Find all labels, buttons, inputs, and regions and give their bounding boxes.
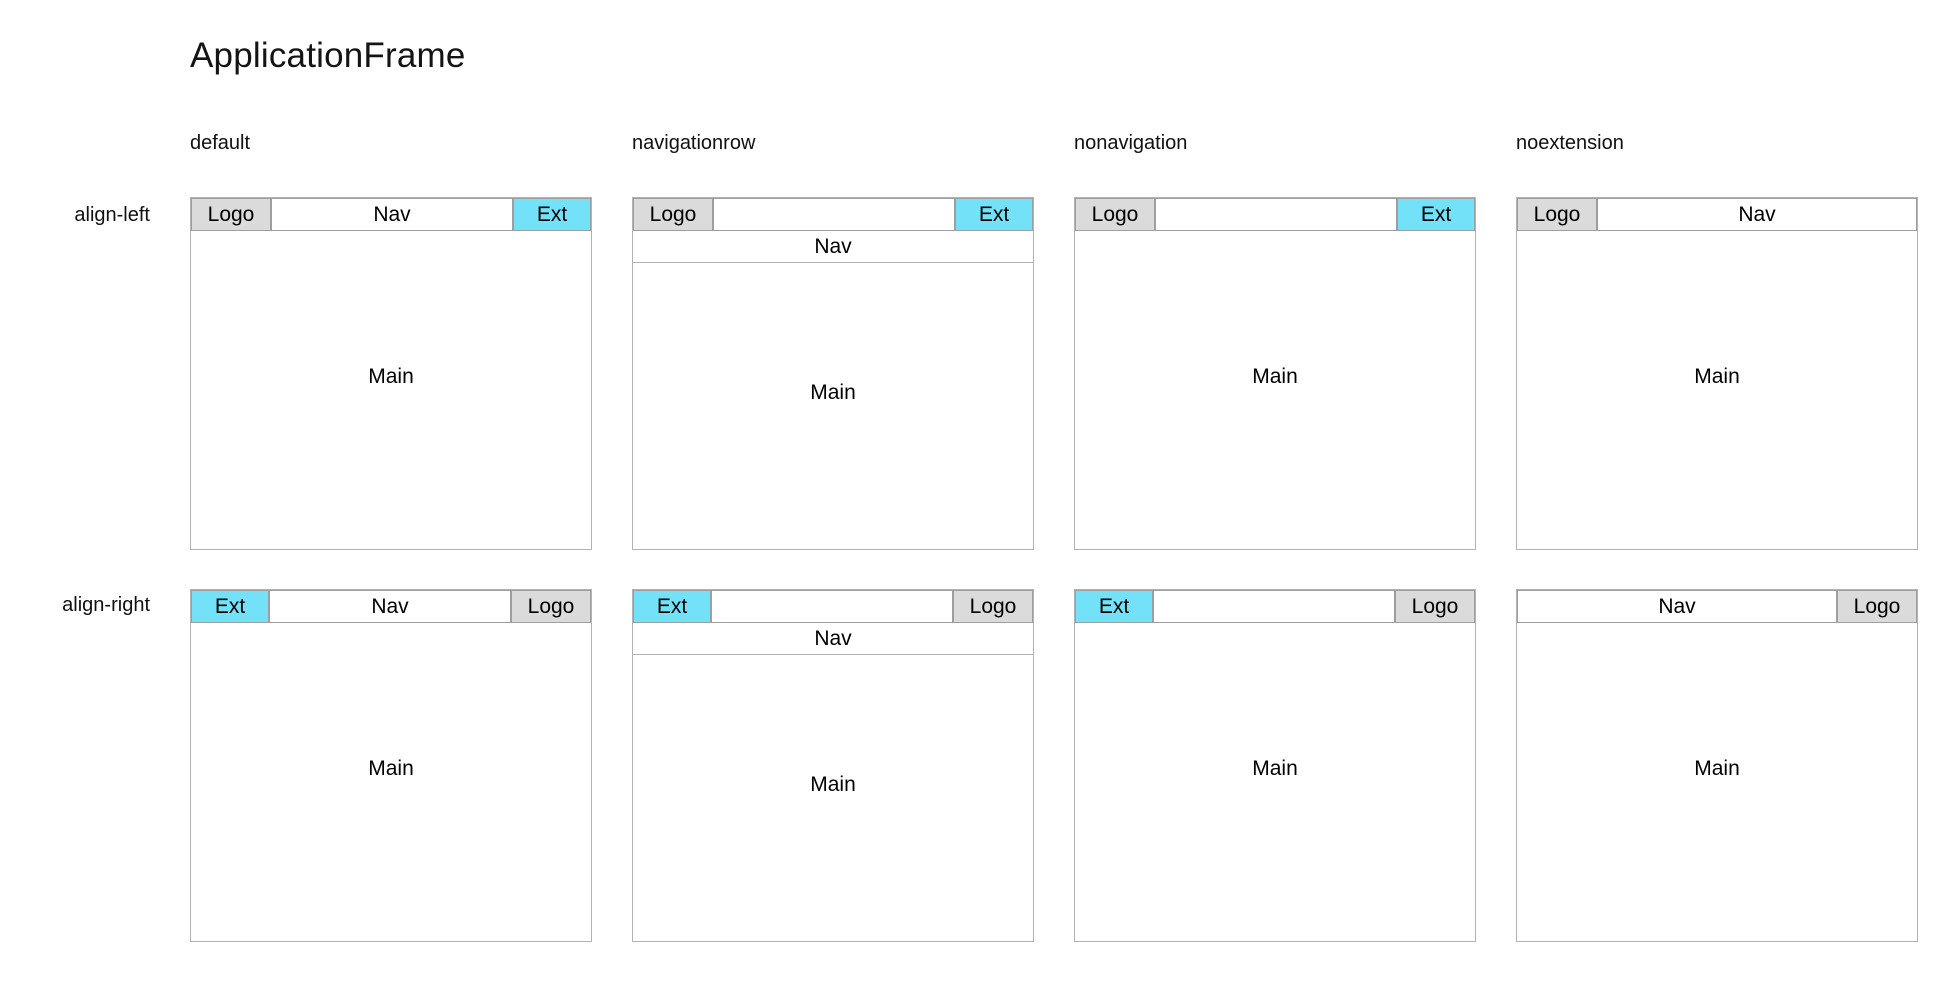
logo-box: Logo: [191, 198, 271, 231]
main-area: Main: [633, 263, 1033, 549]
extension-box: Ext: [633, 590, 711, 623]
app-header: Logo Ext: [1075, 198, 1475, 231]
frame-nonavigation-align-left: Logo Ext Main: [1074, 197, 1476, 550]
app-header: Ext Logo: [633, 590, 1033, 623]
logo-box: Logo: [1395, 590, 1475, 623]
main-area: Main: [191, 623, 591, 941]
frame-navigationrow-align-left: Logo Ext Nav Main: [632, 197, 1034, 550]
main-area: Main: [1517, 231, 1917, 549]
app-header: Logo Nav Ext: [191, 198, 591, 231]
logo-box: Logo: [953, 590, 1033, 623]
row-label-align-right: align-right: [62, 594, 150, 616]
header-spacer: [711, 590, 953, 623]
column-header-noextension: noextension: [1516, 132, 1624, 154]
page-title: ApplicationFrame: [190, 36, 466, 75]
frame-nonavigation-align-right: Ext Logo Main: [1074, 589, 1476, 942]
column-header-default: default: [190, 132, 251, 154]
logo-box: Logo: [511, 590, 591, 623]
frame-default-align-right: Ext Nav Logo Main: [190, 589, 592, 942]
extension-box: Ext: [1397, 198, 1475, 231]
header-spacer: [1155, 198, 1397, 231]
column-header-nonavigation: nonavigation: [1074, 132, 1188, 154]
frame-noextension-align-left: Logo Nav Main: [1516, 197, 1918, 550]
app-header: Nav Logo: [1517, 590, 1917, 623]
extension-box: Ext: [191, 590, 269, 623]
app-header: Logo Nav: [1517, 198, 1917, 231]
logo-box: Logo: [633, 198, 713, 231]
column-header-navigationrow: navigationrow: [632, 132, 756, 154]
app-header: Ext Nav Logo: [191, 590, 591, 623]
header-spacer: [1153, 590, 1395, 623]
logo-box: Logo: [1517, 198, 1597, 231]
main-area: Main: [1075, 231, 1475, 549]
nav-box: Nav: [1517, 590, 1837, 623]
main-area: Main: [191, 231, 591, 549]
nav-box: Nav: [269, 590, 511, 623]
logo-box: Logo: [1075, 198, 1155, 231]
app-header: Ext Logo: [1075, 590, 1475, 623]
extension-box: Ext: [955, 198, 1033, 231]
frame-navigationrow-align-right: Ext Logo Nav Main: [632, 589, 1034, 942]
row-label-align-left: align-left: [74, 204, 150, 226]
frame-default-align-left: Logo Nav Ext Main: [190, 197, 592, 550]
app-header: Logo Ext: [633, 198, 1033, 231]
main-area: Main: [633, 655, 1033, 941]
logo-box: Logo: [1837, 590, 1917, 623]
nav-box: Nav: [271, 198, 513, 231]
navigation-row: Nav: [633, 231, 1033, 263]
extension-box: Ext: [1075, 590, 1153, 623]
main-area: Main: [1075, 623, 1475, 941]
navigation-row: Nav: [633, 623, 1033, 655]
nav-box: Nav: [1597, 198, 1917, 231]
extension-box: Ext: [513, 198, 591, 231]
frame-noextension-align-right: Nav Logo Main: [1516, 589, 1918, 942]
header-spacer: [713, 198, 955, 231]
main-area: Main: [1517, 623, 1917, 941]
